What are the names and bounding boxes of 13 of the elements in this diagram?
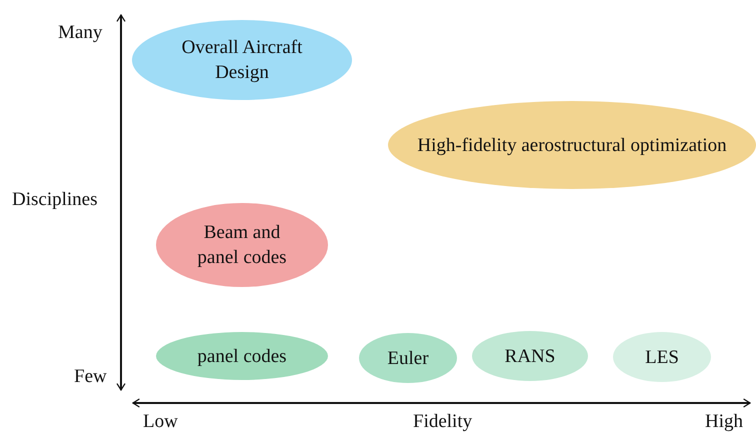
axis-tick-label: Many: [58, 22, 102, 44]
axis-title: Fidelity: [413, 411, 472, 433]
axis-tick-label: Few: [74, 366, 107, 388]
node-label: panel codes: [197, 344, 287, 368]
node-label: LES: [645, 346, 679, 370]
node-label: Beam and panel codes: [196, 221, 288, 270]
node-label: High-fidelity aerostructural optimization: [417, 134, 727, 158]
axis-title: Disciplines: [12, 189, 98, 211]
node-label: Euler: [387, 346, 429, 370]
axis-tick-label: High: [705, 411, 743, 433]
node-label: RANS: [504, 344, 556, 368]
axis-tick-label: Low: [143, 411, 178, 433]
node-label: Overall Aircraft Design: [180, 36, 304, 85]
